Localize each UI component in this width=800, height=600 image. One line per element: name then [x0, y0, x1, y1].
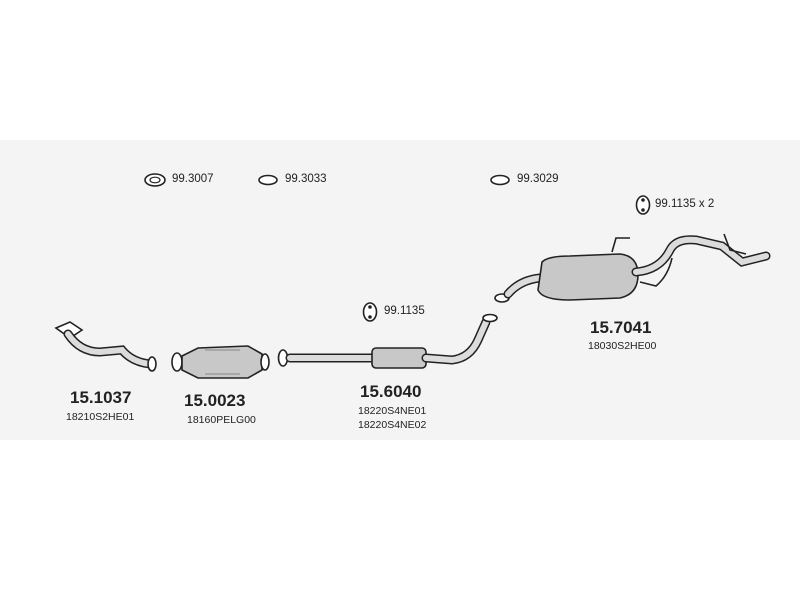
- rubber-mount-icon: [635, 195, 651, 215]
- center-pipe-part: [277, 313, 498, 369]
- catalytic-converter-part: [171, 345, 270, 379]
- gasket-ring-icon: [144, 173, 166, 187]
- diagram-panel: [0, 140, 800, 440]
- part-number: 15.1037: [70, 388, 132, 407]
- accessory-code: 99.3029: [517, 173, 559, 185]
- front-pipe-part: [54, 321, 157, 372]
- oem-reference: 18030S2HE00: [588, 340, 657, 352]
- accessory-code: 99.3007: [172, 173, 214, 185]
- oem-reference: 18210S2HE01: [66, 411, 135, 423]
- rubber-mount-icon: [362, 302, 378, 322]
- accessory-code: 99.1135: [384, 305, 425, 317]
- rear-muffler-part: [494, 233, 771, 303]
- oem-reference: 18160PELG00: [187, 414, 256, 426]
- part-number: 15.7041: [590, 318, 652, 337]
- part-number: 15.0023: [184, 391, 246, 410]
- gasket-oval-icon: [258, 174, 278, 186]
- oem-reference: 18220S4NE01: [358, 405, 427, 417]
- oem-reference: 18220S4NE02: [358, 419, 427, 431]
- accessory-code: 99.1135 x 2: [655, 198, 715, 210]
- accessory-code: 99.3033: [285, 173, 327, 185]
- part-number: 15.6040: [360, 382, 422, 401]
- gasket-oval-icon: [490, 174, 510, 186]
